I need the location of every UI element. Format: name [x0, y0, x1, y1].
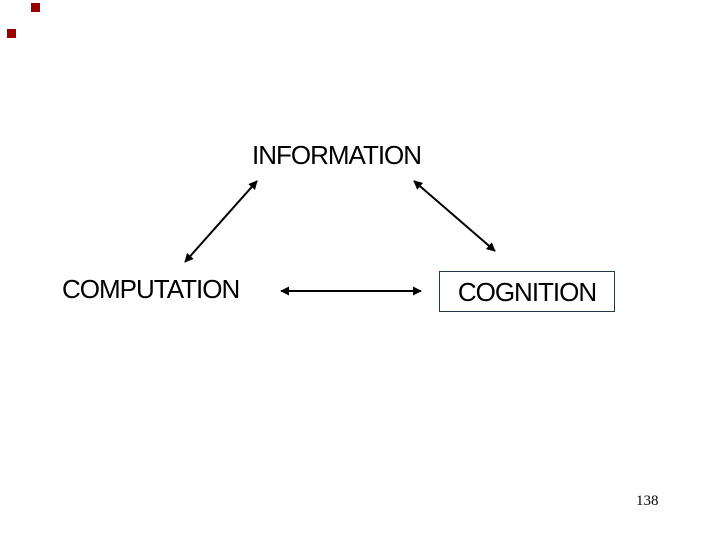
- double-arrow-information-cognition: [413, 180, 496, 252]
- page-number: 138: [636, 493, 659, 509]
- node-information: INFORMATION: [252, 140, 422, 170]
- node-cognition-box: COGNITION: [439, 271, 615, 312]
- double-arrow-information-computation: [184, 180, 258, 263]
- node-computation: COMPUTATION: [62, 274, 240, 304]
- red-corner-marker-icon: [7, 29, 16, 38]
- node-cognition: COGNITION: [457, 276, 597, 307]
- red-corner-marker-icon: [31, 3, 40, 12]
